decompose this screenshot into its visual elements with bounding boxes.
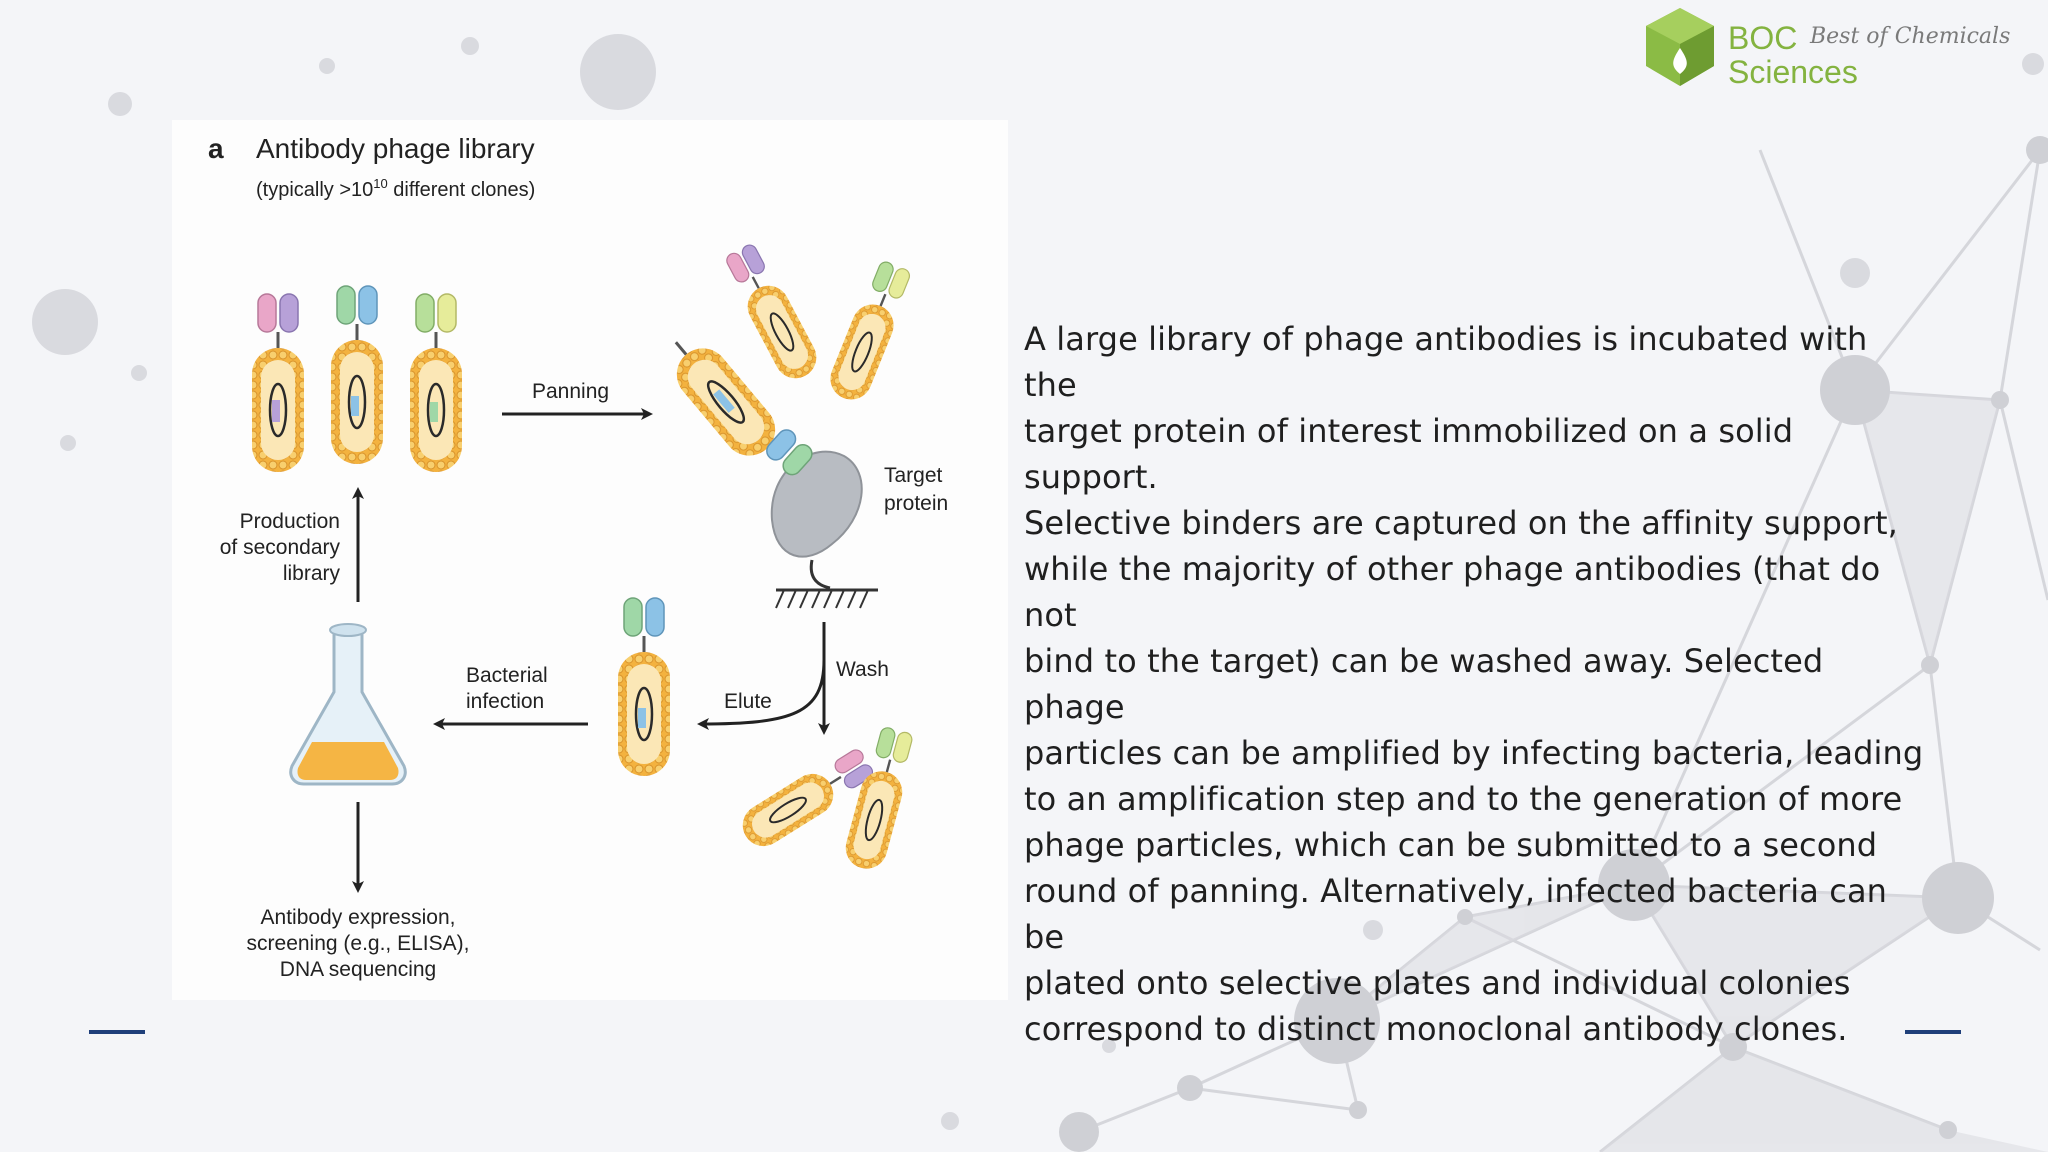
elute-label: Elute [724,690,772,713]
washed-phage-2 [839,725,915,875]
library-phage-3 [408,293,464,474]
subtitle-suffix: different clones) [388,179,536,201]
production-label-line3: library [283,562,341,585]
logo-brand-boc: BOC [1728,20,1798,56]
flask-icon [289,623,407,786]
phage-display-diagram: a Antibody phage library (typically >101… [208,133,948,981]
elute-arrow [697,659,826,730]
accent-line-right [1905,1030,1961,1034]
target-label-line1: Target [884,464,943,487]
description-line: bind to the target) can be washed away. … [1024,642,1824,726]
subtitle-exponent: 10 [373,176,387,191]
description-line: plated onto selective plates and individ… [1024,964,1851,1002]
production-label-line2: of secondary [220,536,341,559]
bound-fab [766,429,813,476]
panel-letter: a [208,133,224,164]
output-label-line2: screening (e.g., ELISA), [247,932,470,955]
bacterial-label-line2: infection [466,690,544,713]
description-line: A large library of phage antibodies is i… [1024,320,1868,404]
target-protein-icon [770,450,878,609]
description-line: Selective binders are captured on the af… [1024,504,1898,542]
output-label-line3: DNA sequencing [280,958,436,981]
subtitle-prefix: (typically >10 [256,179,373,201]
description-line: to an amplification step and to the gene… [1024,780,1903,818]
output-label-line1: Antibody expression, [261,906,456,929]
description-line: target protein of interest immobilized o… [1024,412,1794,496]
figure-title: Antibody phage library [256,133,535,164]
library-phage-1 [250,293,306,474]
description-line: round of panning. Alternatively, infecte… [1024,872,1888,956]
panning-label: Panning [532,380,609,403]
company-logo[interactable]: BOC Best of Chemicals Sciences [1640,4,2020,90]
bacterial-label-line1: Bacterial [466,664,548,687]
wash-label: Wash [836,658,889,681]
description-line: while the majority of other phage antibo… [1024,550,1881,634]
production-label-line1: Production [240,510,340,533]
logo-brand-sciences: Sciences [1728,54,1858,90]
figure-subtitle: (typically >1010 different clones) [256,176,535,201]
accent-line-left [89,1030,145,1034]
logo-tagline: Best of Chemicals [1810,24,2011,49]
phage-display-figure: a Antibody phage library (typically >101… [172,120,1008,1000]
description-paragraph: A large library of phage antibodies is i… [1024,316,1924,1052]
unbound-phage-2 [822,259,913,407]
library-phage-2 [329,285,385,466]
target-label-line2: protein [884,492,948,515]
description-line: correspond to distinct monoclonal antibo… [1024,1010,1848,1048]
boc-logo-icon [1646,8,1714,86]
description-line: particles can be amplified by infecting … [1024,734,1924,772]
bound-phage [654,324,788,468]
eluted-phage [616,597,672,778]
unbound-phage-1 [723,241,825,387]
description-line: phage particles, which can be submitted … [1024,826,1878,864]
